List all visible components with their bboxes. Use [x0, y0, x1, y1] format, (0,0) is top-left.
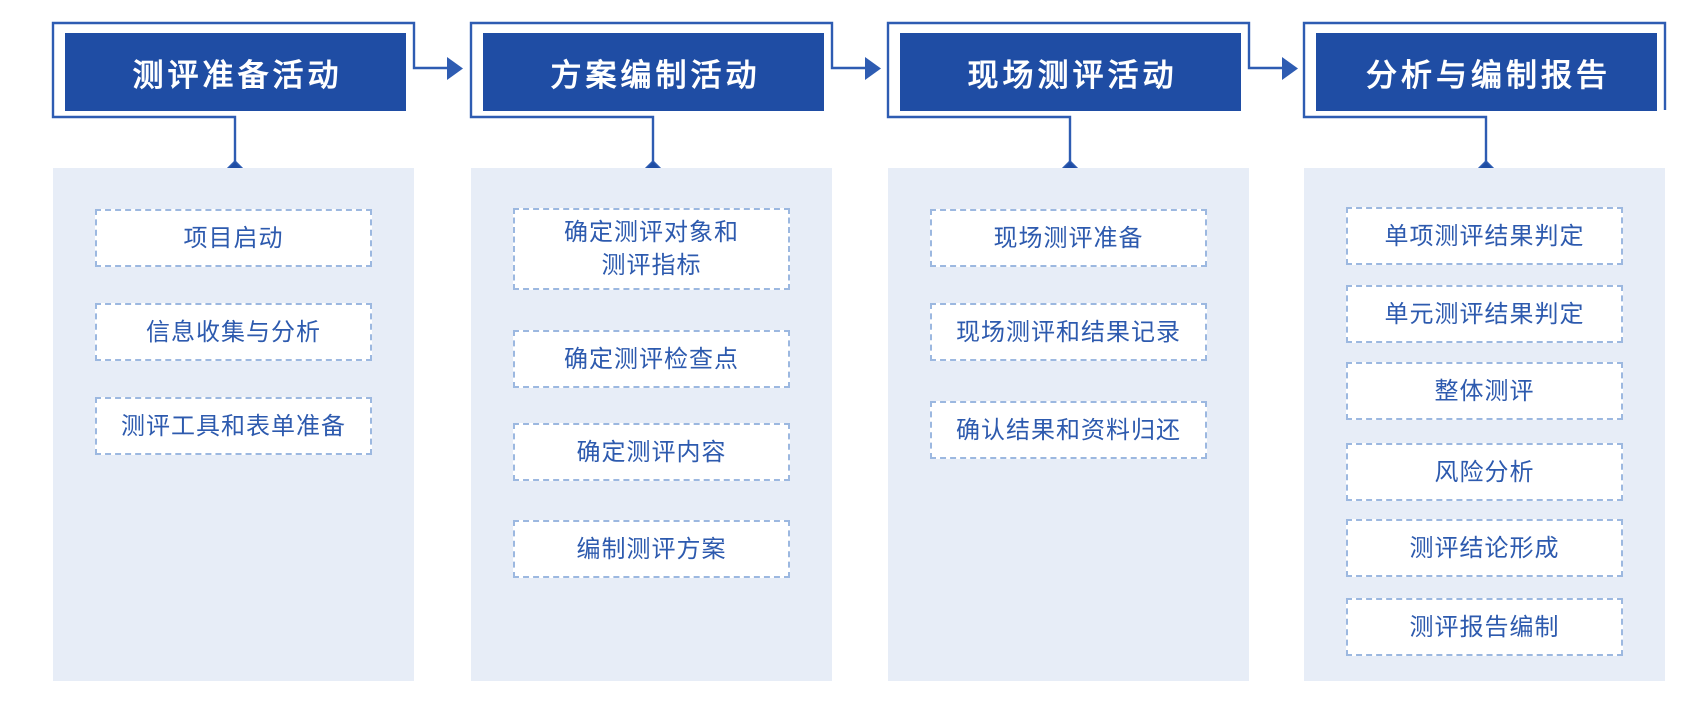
flow-step: 现场测评准备	[930, 209, 1207, 267]
flow-step: 整体测评	[1346, 362, 1623, 420]
stage-panel-1: 项目启动 信息收集与分析 测评工具和表单准备	[53, 168, 414, 681]
flow-step: 编制测评方案	[513, 520, 790, 578]
stage-header-3: 现场测评活动	[900, 33, 1241, 111]
stage-panel-3: 现场测评准备 现场测评和结果记录 确认结果和资料归还	[888, 168, 1249, 681]
header-outline	[469, 21, 865, 165]
flow-step: 项目启动	[95, 209, 372, 267]
flow-step: 单项测评结果判定	[1346, 207, 1623, 265]
flow-step: 风险分析	[1346, 443, 1623, 501]
flow-step: 确定测评对象和 测评指标	[513, 208, 790, 290]
stage-header-2: 方案编制活动	[483, 33, 824, 111]
stage-panel-4: 单项测评结果判定 单元测评结果判定 整体测评 风险分析 测评结论形成 测评报告编…	[1304, 168, 1665, 681]
flow-step: 确认结果和资料归还	[930, 401, 1207, 459]
flow-step: 确定测评内容	[513, 423, 790, 481]
flow-arrow-icon	[865, 57, 881, 80]
flow-arrow-icon	[447, 57, 463, 80]
flow-step: 信息收集与分析	[95, 303, 372, 361]
flow-step: 单元测评结果判定	[1346, 285, 1623, 343]
flow-step: 测评报告编制	[1346, 598, 1623, 656]
header-outline	[1302, 21, 1667, 165]
flow-step: 现场测评和结果记录	[930, 303, 1207, 361]
flow-step: 测评工具和表单准备	[95, 397, 372, 455]
flow-step: 确定测评检查点	[513, 330, 790, 388]
flow-arrow-icon	[1282, 57, 1298, 80]
stage-header-4: 分析与编制报告	[1316, 33, 1657, 111]
header-outline	[51, 21, 447, 165]
stage-panel-2: 确定测评对象和 测评指标 确定测评检查点 确定测评内容 编制测评方案	[471, 168, 832, 681]
flow-step: 测评结论形成	[1346, 519, 1623, 577]
stage-header-1: 测评准备活动	[65, 33, 406, 111]
header-outline	[886, 21, 1282, 165]
